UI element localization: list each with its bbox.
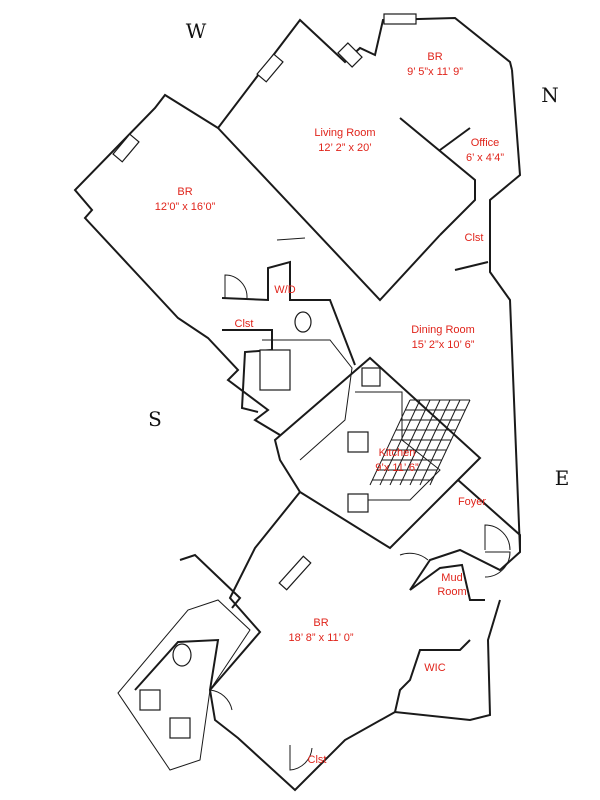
office-dims: 6’ x 4’4” xyxy=(466,152,504,164)
southwest-bath-walls xyxy=(134,638,220,691)
bathtub-icon xyxy=(259,349,291,391)
window xyxy=(337,42,363,68)
dining-room-dims: 15’ 2”x 10’ 6” xyxy=(412,339,475,351)
bath-walls xyxy=(222,329,273,413)
br-north-name: BR xyxy=(427,51,442,63)
stove-icon xyxy=(347,431,369,453)
clst-north-name: Clst xyxy=(465,232,484,244)
window xyxy=(383,13,417,25)
mud-room-name-2: Room xyxy=(437,586,466,598)
door-swing xyxy=(209,689,233,711)
office-name: Office xyxy=(471,137,500,149)
kitchen-grid-line xyxy=(399,399,441,486)
fixtures xyxy=(139,311,381,739)
toilet-icon xyxy=(294,311,312,333)
windows xyxy=(112,13,417,591)
sink-icon xyxy=(169,717,191,739)
west-bedroom-wall xyxy=(73,93,281,436)
window xyxy=(256,53,284,83)
kitchen-grid-line xyxy=(429,399,471,486)
clst-south-name: Clst xyxy=(308,754,327,766)
wic-walls xyxy=(394,639,471,713)
mud-room-name: Mud xyxy=(441,572,462,584)
office-partition xyxy=(439,127,471,151)
kitchen-grid-line xyxy=(379,399,421,486)
wd-closet-walls xyxy=(221,260,356,366)
br-south-dims: 18’ 8” x 11’ 0” xyxy=(288,632,353,644)
door-swing xyxy=(484,551,511,578)
bath-inner-walls xyxy=(262,339,353,461)
kitchen-counter xyxy=(355,391,441,501)
sink-icon xyxy=(347,493,369,513)
living-room-dims: 12’ 2” x 20’ xyxy=(318,142,371,154)
door-swing xyxy=(484,524,511,551)
doors xyxy=(209,274,511,771)
living-room-opening xyxy=(276,237,306,241)
br-south-name: BR xyxy=(313,617,328,629)
kitchen-grid-line xyxy=(409,399,451,486)
living-room-north-wall xyxy=(217,16,513,129)
living-room-east-partition xyxy=(399,117,476,236)
exterior-walls xyxy=(73,16,522,792)
kitchen-dims: 9’x 11’ 6” xyxy=(375,462,419,474)
refrigerator-icon xyxy=(361,367,381,387)
kitchen-outline xyxy=(273,356,482,550)
kitchen-grid xyxy=(369,399,471,486)
compass-south: S xyxy=(148,407,162,431)
wic-name: WIC xyxy=(424,662,445,674)
door-swing xyxy=(224,274,248,299)
mud-room-walls xyxy=(409,563,485,601)
door-swing xyxy=(399,552,429,561)
door-swing xyxy=(289,745,313,771)
compass-north: N xyxy=(541,83,559,107)
toilet-icon xyxy=(172,643,192,667)
kitchen-grid-line xyxy=(419,399,461,486)
sink-icon xyxy=(139,689,161,711)
southwest-bath-outline xyxy=(117,599,251,771)
br-west-name: BR xyxy=(177,186,192,198)
room-labels: BR 9’ 5”x 11’ 9” Living Room 12’ 2” x 20… xyxy=(155,51,505,766)
kitchen-grid-line xyxy=(389,399,431,486)
wd-name: W/D xyxy=(274,284,295,296)
compass-west: W xyxy=(186,19,207,43)
br-west-dims: 12’0” x 16’0” xyxy=(155,201,216,213)
living-room-name: Living Room xyxy=(314,127,375,139)
northeast-wall xyxy=(489,69,522,551)
kitchen-name: Kitchen xyxy=(379,447,416,459)
compass-east: E xyxy=(555,466,570,490)
clst-bath-name: Clst xyxy=(235,318,254,330)
south-stub-wall xyxy=(179,553,242,609)
window xyxy=(112,133,140,163)
kitchen-grid-line xyxy=(369,399,411,486)
compass-labels: W N S E xyxy=(148,19,569,490)
south-bedroom-wall xyxy=(208,491,501,792)
window xyxy=(278,555,312,591)
foyer-name: Foyer xyxy=(458,496,486,508)
closet-partition xyxy=(454,261,489,271)
dining-room-name: Dining Room xyxy=(411,324,475,336)
living-room-south-wall xyxy=(217,127,441,302)
foyer-walls xyxy=(409,479,521,591)
br-north-dims: 9’ 5”x 11’ 9” xyxy=(407,66,463,78)
